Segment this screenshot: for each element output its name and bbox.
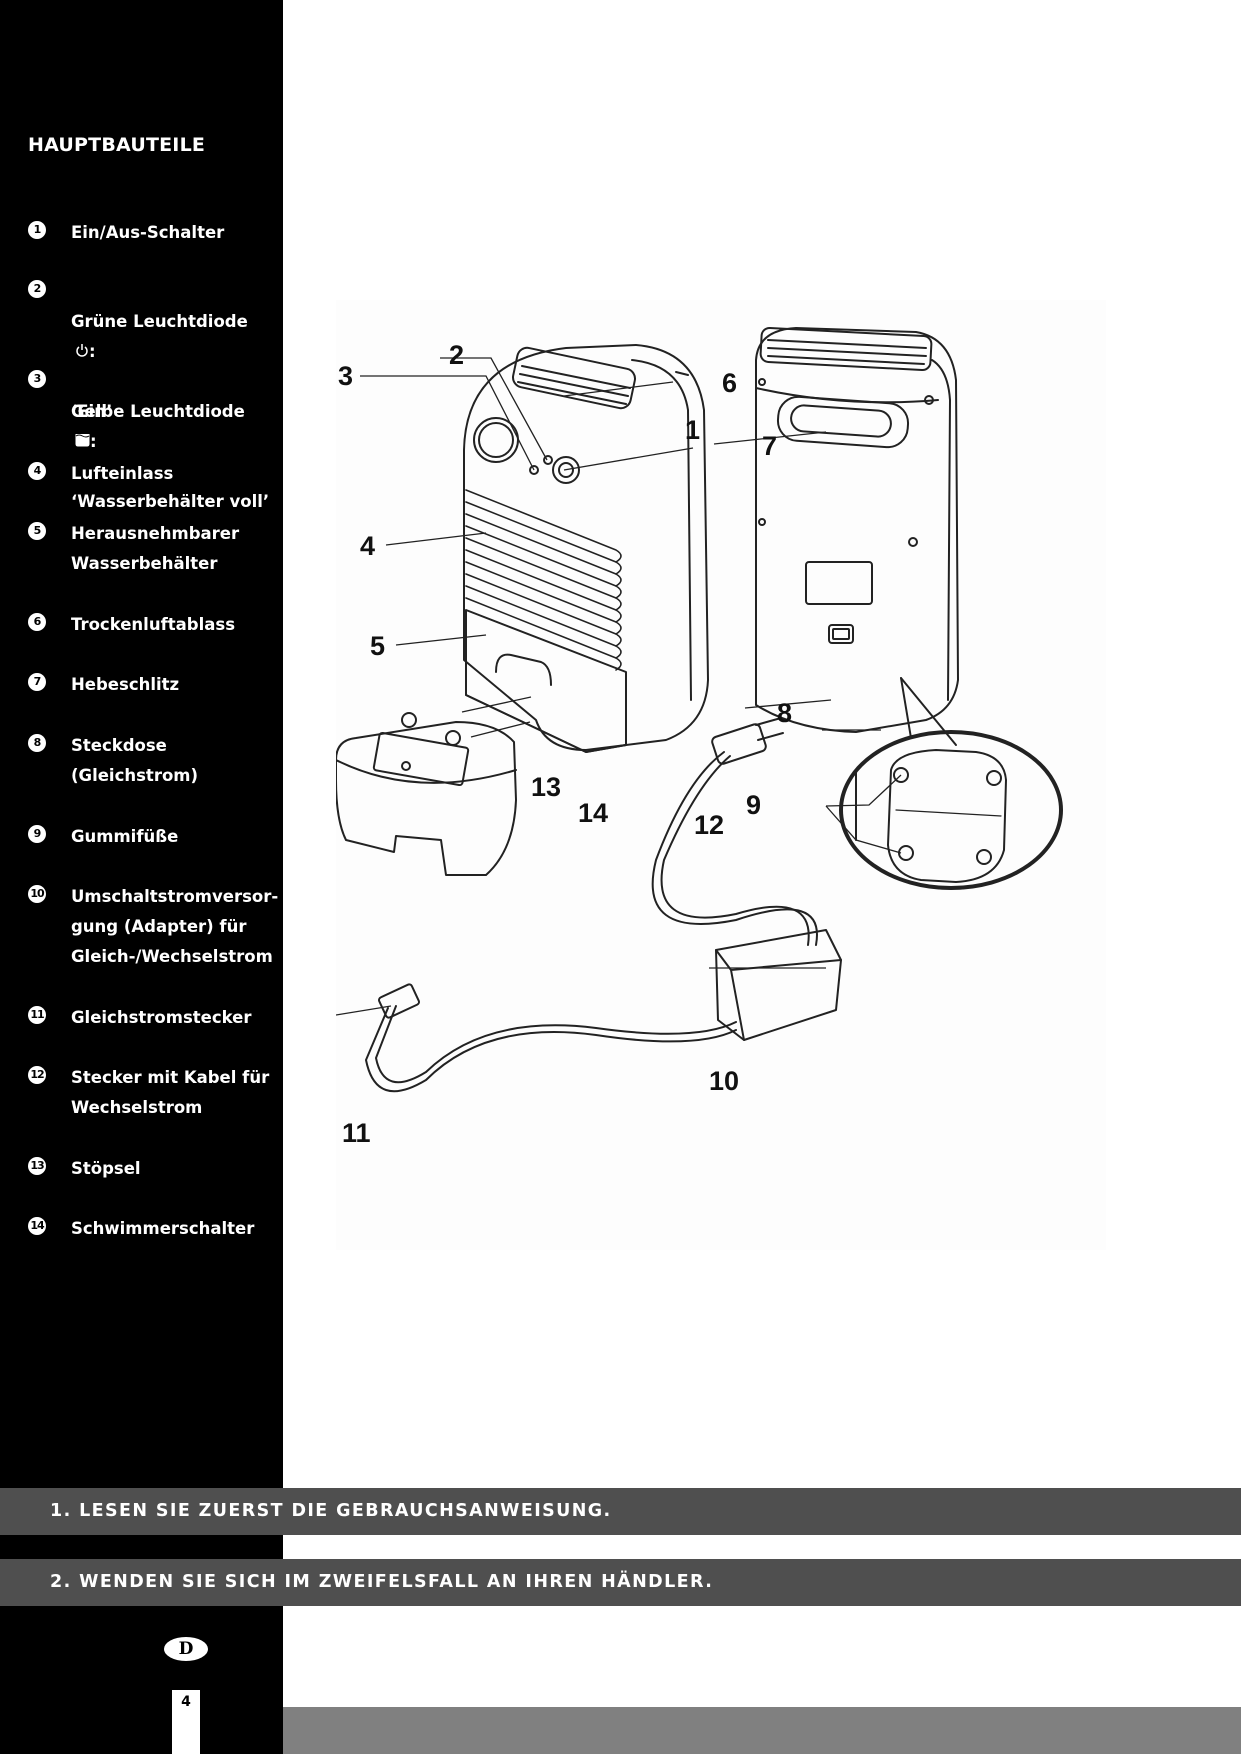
callout-13: 13 <box>531 772 562 802</box>
footer-bar <box>283 1707 1241 1754</box>
item-number-badge: 6 <box>28 613 46 631</box>
callout-12: 12 <box>694 810 725 840</box>
item-label: Stöpsel <box>71 1159 141 1178</box>
item-label: Stecker mit Kabel für Wechselstrom <box>71 1068 270 1117</box>
parts-drawing <box>335 326 1063 1093</box>
callout-6: 6 <box>722 368 738 398</box>
item-number-badge: 14 <box>28 1217 46 1235</box>
rubber-feet-detail <box>839 730 1063 890</box>
item-label-colon: : <box>89 342 96 361</box>
callout-14: 14 <box>578 798 609 828</box>
item-number-badge: 12 <box>28 1066 46 1084</box>
item-number-badge: 9 <box>28 825 46 843</box>
item-number-badge: 13 <box>28 1157 46 1175</box>
item-label: Schwimmerschalter <box>71 1219 255 1238</box>
item-label: Umschaltstromversor- gung (Adapter) für … <box>71 887 279 966</box>
sidebar: HAUPTBAUTEILE 1 Ein/Aus-Schalter 2 Grüne… <box>0 0 283 1754</box>
page-number: 4 <box>172 1690 200 1754</box>
callout-1: 1 <box>685 415 701 445</box>
item-number-badge: 3 <box>28 370 46 388</box>
item-label: Gleichstromstecker <box>71 1008 252 1027</box>
item-number-badge: 8 <box>28 734 46 752</box>
item-number-badge: 1 <box>28 221 46 239</box>
callout-5: 5 <box>370 631 386 661</box>
parts-illustration: 1 2 3 4 5 6 7 8 9 10 11 12 13 14 <box>335 300 1106 1250</box>
callout-11: 11 <box>342 1118 371 1148</box>
callout-3: 3 <box>338 361 354 391</box>
callout-8: 8 <box>777 698 793 728</box>
notice-banner-1: 1. LESEN SIE ZUERST DIE GEBRAUCHSANWEISU… <box>0 1488 1241 1535</box>
callout-7: 7 <box>762 431 778 461</box>
item-label: Steckdose (Gleichstrom) <box>71 736 199 785</box>
notice-text: 1. LESEN SIE ZUERST DIE GEBRAUCHSANWEISU… <box>50 1501 612 1521</box>
notice-banner-2: 2. WENDEN SIE SICH IM ZWEIFELSFALL AN IH… <box>0 1559 1241 1606</box>
item-label: Hebeschlitz <box>71 675 180 694</box>
item-label: Grüne Leuchtdiode <box>71 312 248 331</box>
item-label-line2: ‘Ein’ <box>71 402 113 421</box>
item-label: Ein/Aus-Schalter <box>71 223 225 242</box>
item-number-badge: 11 <box>28 1006 46 1024</box>
language-badge: D <box>164 1637 208 1661</box>
callout-2: 2 <box>449 340 465 370</box>
callout-leader-lines <box>336 357 902 1016</box>
item-number-badge: 2 <box>28 280 46 298</box>
item-number-badge: 10 <box>28 885 46 903</box>
callout-4: 4 <box>360 531 376 561</box>
callout-9: 9 <box>746 790 762 820</box>
item-label: Gummifüße <box>71 827 179 846</box>
item-label-colon: : <box>90 432 97 451</box>
item-number-badge: 4 <box>28 462 46 480</box>
section-title: HAUPTBAUTEILE <box>28 134 206 156</box>
item-label: Trockenluftablass <box>71 615 236 634</box>
water-tank-full-icon <box>75 434 90 447</box>
item-number-badge: 5 <box>28 522 46 540</box>
callout-10: 10 <box>709 1066 740 1096</box>
dehumidifier-front-view <box>463 344 709 753</box>
power-adapter-assembly <box>365 717 842 1093</box>
item-label: Herausnehmbarer Wasserbehälter <box>71 524 240 573</box>
item-number-badge: 7 <box>28 673 46 691</box>
item-label-line2: ‘Wasserbehälter voll’ <box>71 492 270 511</box>
dehumidifier-rear-view <box>755 326 959 746</box>
water-tank <box>335 712 517 876</box>
power-icon <box>76 344 88 357</box>
item-label: Lufteinlass <box>71 464 174 483</box>
notice-text: 2. WENDEN SIE SICH IM ZWEIFELSFALL AN IH… <box>50 1572 714 1592</box>
item-label: Gelbe Leuchtdiode <box>71 402 245 421</box>
